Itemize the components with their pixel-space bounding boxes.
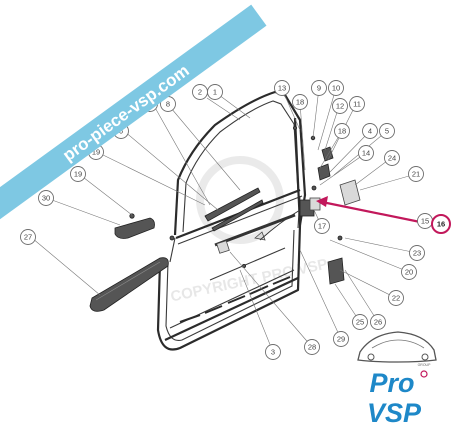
callout-3[interactable]: 3 (265, 344, 281, 360)
hinge-parts (317, 146, 361, 206)
lock-assembly (299, 197, 321, 217)
svg-text:26: 26 (374, 318, 382, 327)
callout-26[interactable]: 26 (370, 314, 386, 330)
svg-text:27: 27 (24, 233, 32, 242)
svg-text:29: 29 (337, 335, 345, 344)
door-frame (156, 90, 307, 351)
provsp-logo: GROUP Pro VSP (357, 331, 437, 428)
svg-text:9: 9 (317, 84, 321, 93)
svg-text:23: 23 (413, 249, 421, 258)
callout-11[interactable]: 11 (349, 96, 365, 112)
svg-text:21: 21 (412, 170, 420, 179)
check-strap-22 (327, 257, 345, 285)
callout-27[interactable]: 27 (20, 229, 36, 245)
svg-text:25: 25 (356, 318, 364, 327)
svg-text:13: 13 (278, 84, 286, 93)
callout-25[interactable]: 25 (352, 314, 368, 330)
callout-29[interactable]: 29 (333, 331, 349, 347)
callout-20[interactable]: 20 (401, 264, 417, 280)
banner-text: pro-piece-vsp.com (59, 61, 192, 165)
logo-brand-line2: VSP (367, 398, 422, 428)
svg-text:22: 22 (392, 294, 400, 303)
svg-text:15: 15 (421, 217, 429, 226)
callout-13[interactable]: 13 (274, 80, 290, 96)
svg-text:10: 10 (332, 84, 340, 93)
callout-2[interactable]: 2 (192, 84, 208, 100)
small-bracket-30 (129, 213, 135, 219)
callout-18-right[interactable]: 18 (334, 123, 350, 139)
svg-text:16: 16 (437, 220, 445, 229)
callout-10[interactable]: 10 (328, 80, 344, 96)
watermark-circle (196, 156, 284, 244)
window-glass-runner (204, 187, 264, 232)
svg-text:18: 18 (338, 127, 346, 136)
svg-text:12: 12 (336, 102, 344, 111)
logo-group-tag: GROUP (418, 363, 432, 367)
callout-23[interactable]: 23 (409, 245, 425, 261)
svg-text:3: 3 (271, 348, 275, 357)
callout-12[interactable]: 12 (332, 98, 348, 114)
svg-text:2: 2 (198, 88, 202, 97)
svg-text:18: 18 (296, 98, 304, 107)
callout-30[interactable]: 30 (38, 190, 54, 206)
svg-text:30: 30 (42, 194, 50, 203)
svg-text:20: 20 (405, 268, 413, 277)
callout-9[interactable]: 9 (311, 80, 327, 96)
latch-cable (259, 209, 301, 241)
car-outline (357, 331, 437, 363)
callout-5[interactable]: 5 (379, 123, 395, 139)
leader-lines (31, 87, 418, 353)
callout-28[interactable]: 28 (304, 339, 320, 355)
callout-14[interactable]: 14 (358, 145, 374, 161)
callout-1[interactable]: 1 (207, 84, 223, 100)
svg-text:11: 11 (353, 100, 361, 109)
callout-22[interactable]: 22 (388, 290, 404, 306)
callout-15[interactable]: 15 (417, 213, 433, 229)
highlight-arrow (316, 196, 431, 226)
svg-text:1: 1 (213, 88, 217, 97)
callout-16[interactable]: 16 (431, 214, 451, 234)
trim-strip (89, 257, 169, 312)
svg-text:28: 28 (308, 343, 316, 352)
callout-24[interactable]: 24 (384, 150, 400, 166)
door-handle-interior (114, 217, 155, 239)
svg-text:19: 19 (74, 170, 82, 179)
svg-text:19: 19 (92, 148, 100, 157)
svg-text:4: 4 (368, 127, 372, 136)
callout-17[interactable]: 17 (314, 218, 330, 234)
svg-text:14: 14 (362, 149, 370, 158)
callout-18-top[interactable]: 18 (292, 94, 308, 110)
svg-text:5: 5 (385, 127, 389, 136)
website-banner: pro-piece-vsp.com (0, 4, 267, 220)
svg-text:24: 24 (388, 154, 396, 163)
svg-text:17: 17 (318, 222, 326, 231)
callout-21[interactable]: 21 (408, 166, 424, 182)
logo-brand-line1: Pro (369, 368, 414, 398)
svg-text:8: 8 (166, 100, 170, 109)
callout-4[interactable]: 4 (362, 123, 378, 139)
callout-19-lower[interactable]: 19 (70, 166, 86, 182)
